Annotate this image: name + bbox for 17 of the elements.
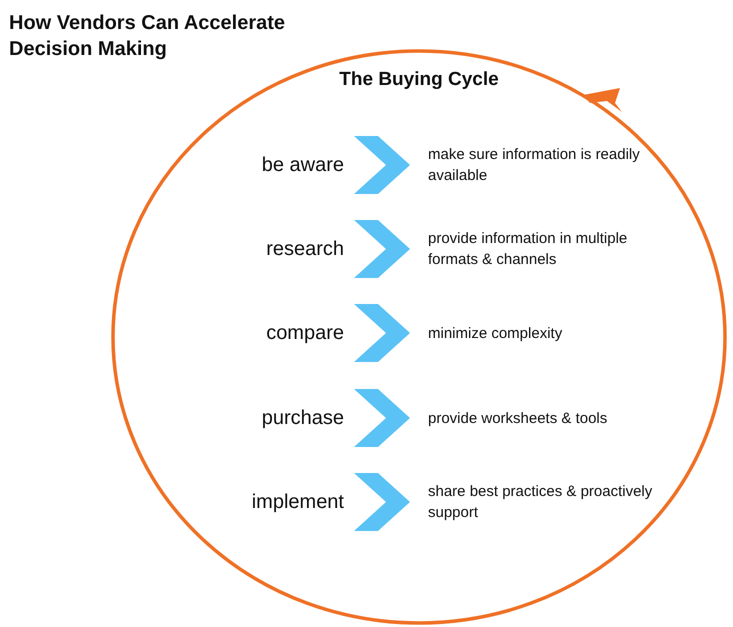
chevron-arrow [354, 220, 410, 278]
diagram-title: How Vendors Can Accelerate Decision Making [9, 11, 286, 62]
stage-label: research [266, 237, 344, 261]
stage-label: implement [252, 490, 344, 514]
stage-description: provide worksheets & tools [428, 408, 608, 428]
chevron-arrow [354, 136, 410, 194]
stage-description: share best practices & proactively support [428, 482, 654, 523]
stage-description: provide information in multiple formats & channels [428, 229, 628, 270]
stage-label: purchase [262, 406, 344, 430]
chevron-arrow [354, 389, 410, 447]
stage-label: compare [266, 321, 344, 345]
chevron-arrow [354, 304, 410, 362]
stage-label: be aware [262, 153, 344, 177]
cycle-heading: The Buying Cycle [338, 69, 500, 91]
stage-description: make sure information is readily available [428, 145, 641, 186]
chevron-arrow [354, 473, 410, 531]
stage-description: minimize complexity [428, 324, 562, 344]
